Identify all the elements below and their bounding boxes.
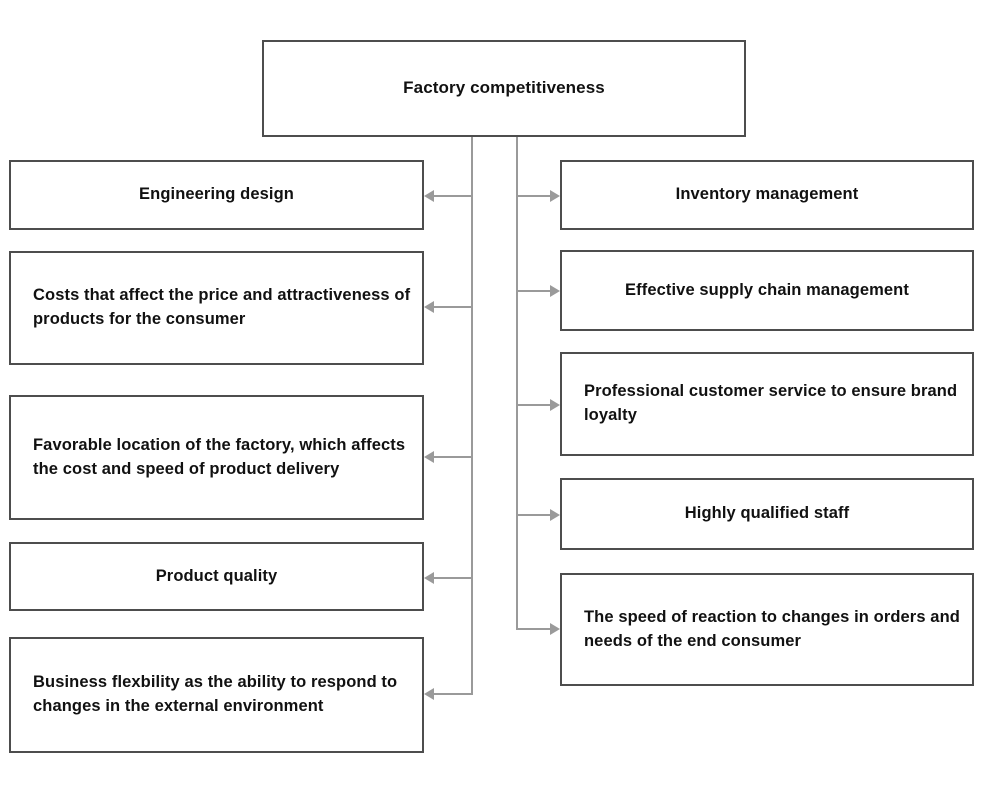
node-professional-customer-service-to[interactable]: Professional customer service to ensure … xyxy=(560,352,974,456)
node-highly-qualified-staff[interactable]: Highly qualified staff xyxy=(560,478,974,550)
right-connector-line-4 xyxy=(516,628,552,630)
node-costs-that-affect-the[interactable]: Costs that affect the price and attracti… xyxy=(9,251,424,365)
node-label: Business flexbility as the ability to re… xyxy=(33,673,398,715)
right-arrow-head-2 xyxy=(550,399,560,411)
node-product-quality[interactable]: Product quality xyxy=(9,542,424,611)
node-label: Product quality xyxy=(155,566,278,585)
right-trunk-line xyxy=(516,137,518,628)
node-label: Inventory management xyxy=(675,185,859,204)
node-engineering-design[interactable]: Engineering design xyxy=(9,160,424,230)
left-arrow-head-0 xyxy=(424,190,434,202)
node-factory-competitiveness[interactable]: Factory competitiveness xyxy=(262,40,746,137)
right-arrow-head-0 xyxy=(550,190,560,202)
node-label: Factory competitiveness xyxy=(403,78,605,98)
left-connector-line-1 xyxy=(432,306,473,308)
right-connector-line-1 xyxy=(516,290,552,292)
node-the-speed-of-reaction[interactable]: The speed of reaction to changes in orde… xyxy=(560,573,974,686)
node-label: Professional customer service to ensure … xyxy=(584,382,958,424)
node-label: Costs that affect the price and attracti… xyxy=(33,286,411,328)
node-label: Favorable location of the factory, which… xyxy=(33,435,406,478)
left-connector-line-3 xyxy=(432,577,473,579)
right-connector-line-2 xyxy=(516,404,552,406)
node-favorable-location-of-the[interactable]: Favorable location of the factory, which… xyxy=(9,395,424,520)
left-connector-line-0 xyxy=(432,195,473,197)
left-trunk-line xyxy=(471,137,473,693)
right-connector-line-3 xyxy=(516,514,552,516)
left-connector-line-4 xyxy=(432,693,473,695)
left-arrow-head-1 xyxy=(424,301,434,313)
node-business-flexbility-as-the[interactable]: Business flexbility as the ability to re… xyxy=(9,637,424,753)
node-label: Engineering design xyxy=(139,185,294,204)
node-label: Effective supply chain management xyxy=(625,280,909,299)
node-label: Highly qualified staff xyxy=(684,504,850,523)
right-connector-line-0 xyxy=(516,195,552,197)
node-inventory-management[interactable]: Inventory management xyxy=(560,160,974,230)
right-arrow-head-3 xyxy=(550,509,560,521)
right-arrow-head-1 xyxy=(550,285,560,297)
left-arrow-head-3 xyxy=(424,572,434,584)
left-arrow-head-4 xyxy=(424,688,434,700)
left-arrow-head-2 xyxy=(424,451,434,463)
node-effective-supply-chain-management[interactable]: Effective supply chain management xyxy=(560,250,974,331)
right-arrow-head-4 xyxy=(550,623,560,635)
node-label: The speed of reaction to changes in orde… xyxy=(584,607,960,650)
left-connector-line-2 xyxy=(432,456,473,458)
